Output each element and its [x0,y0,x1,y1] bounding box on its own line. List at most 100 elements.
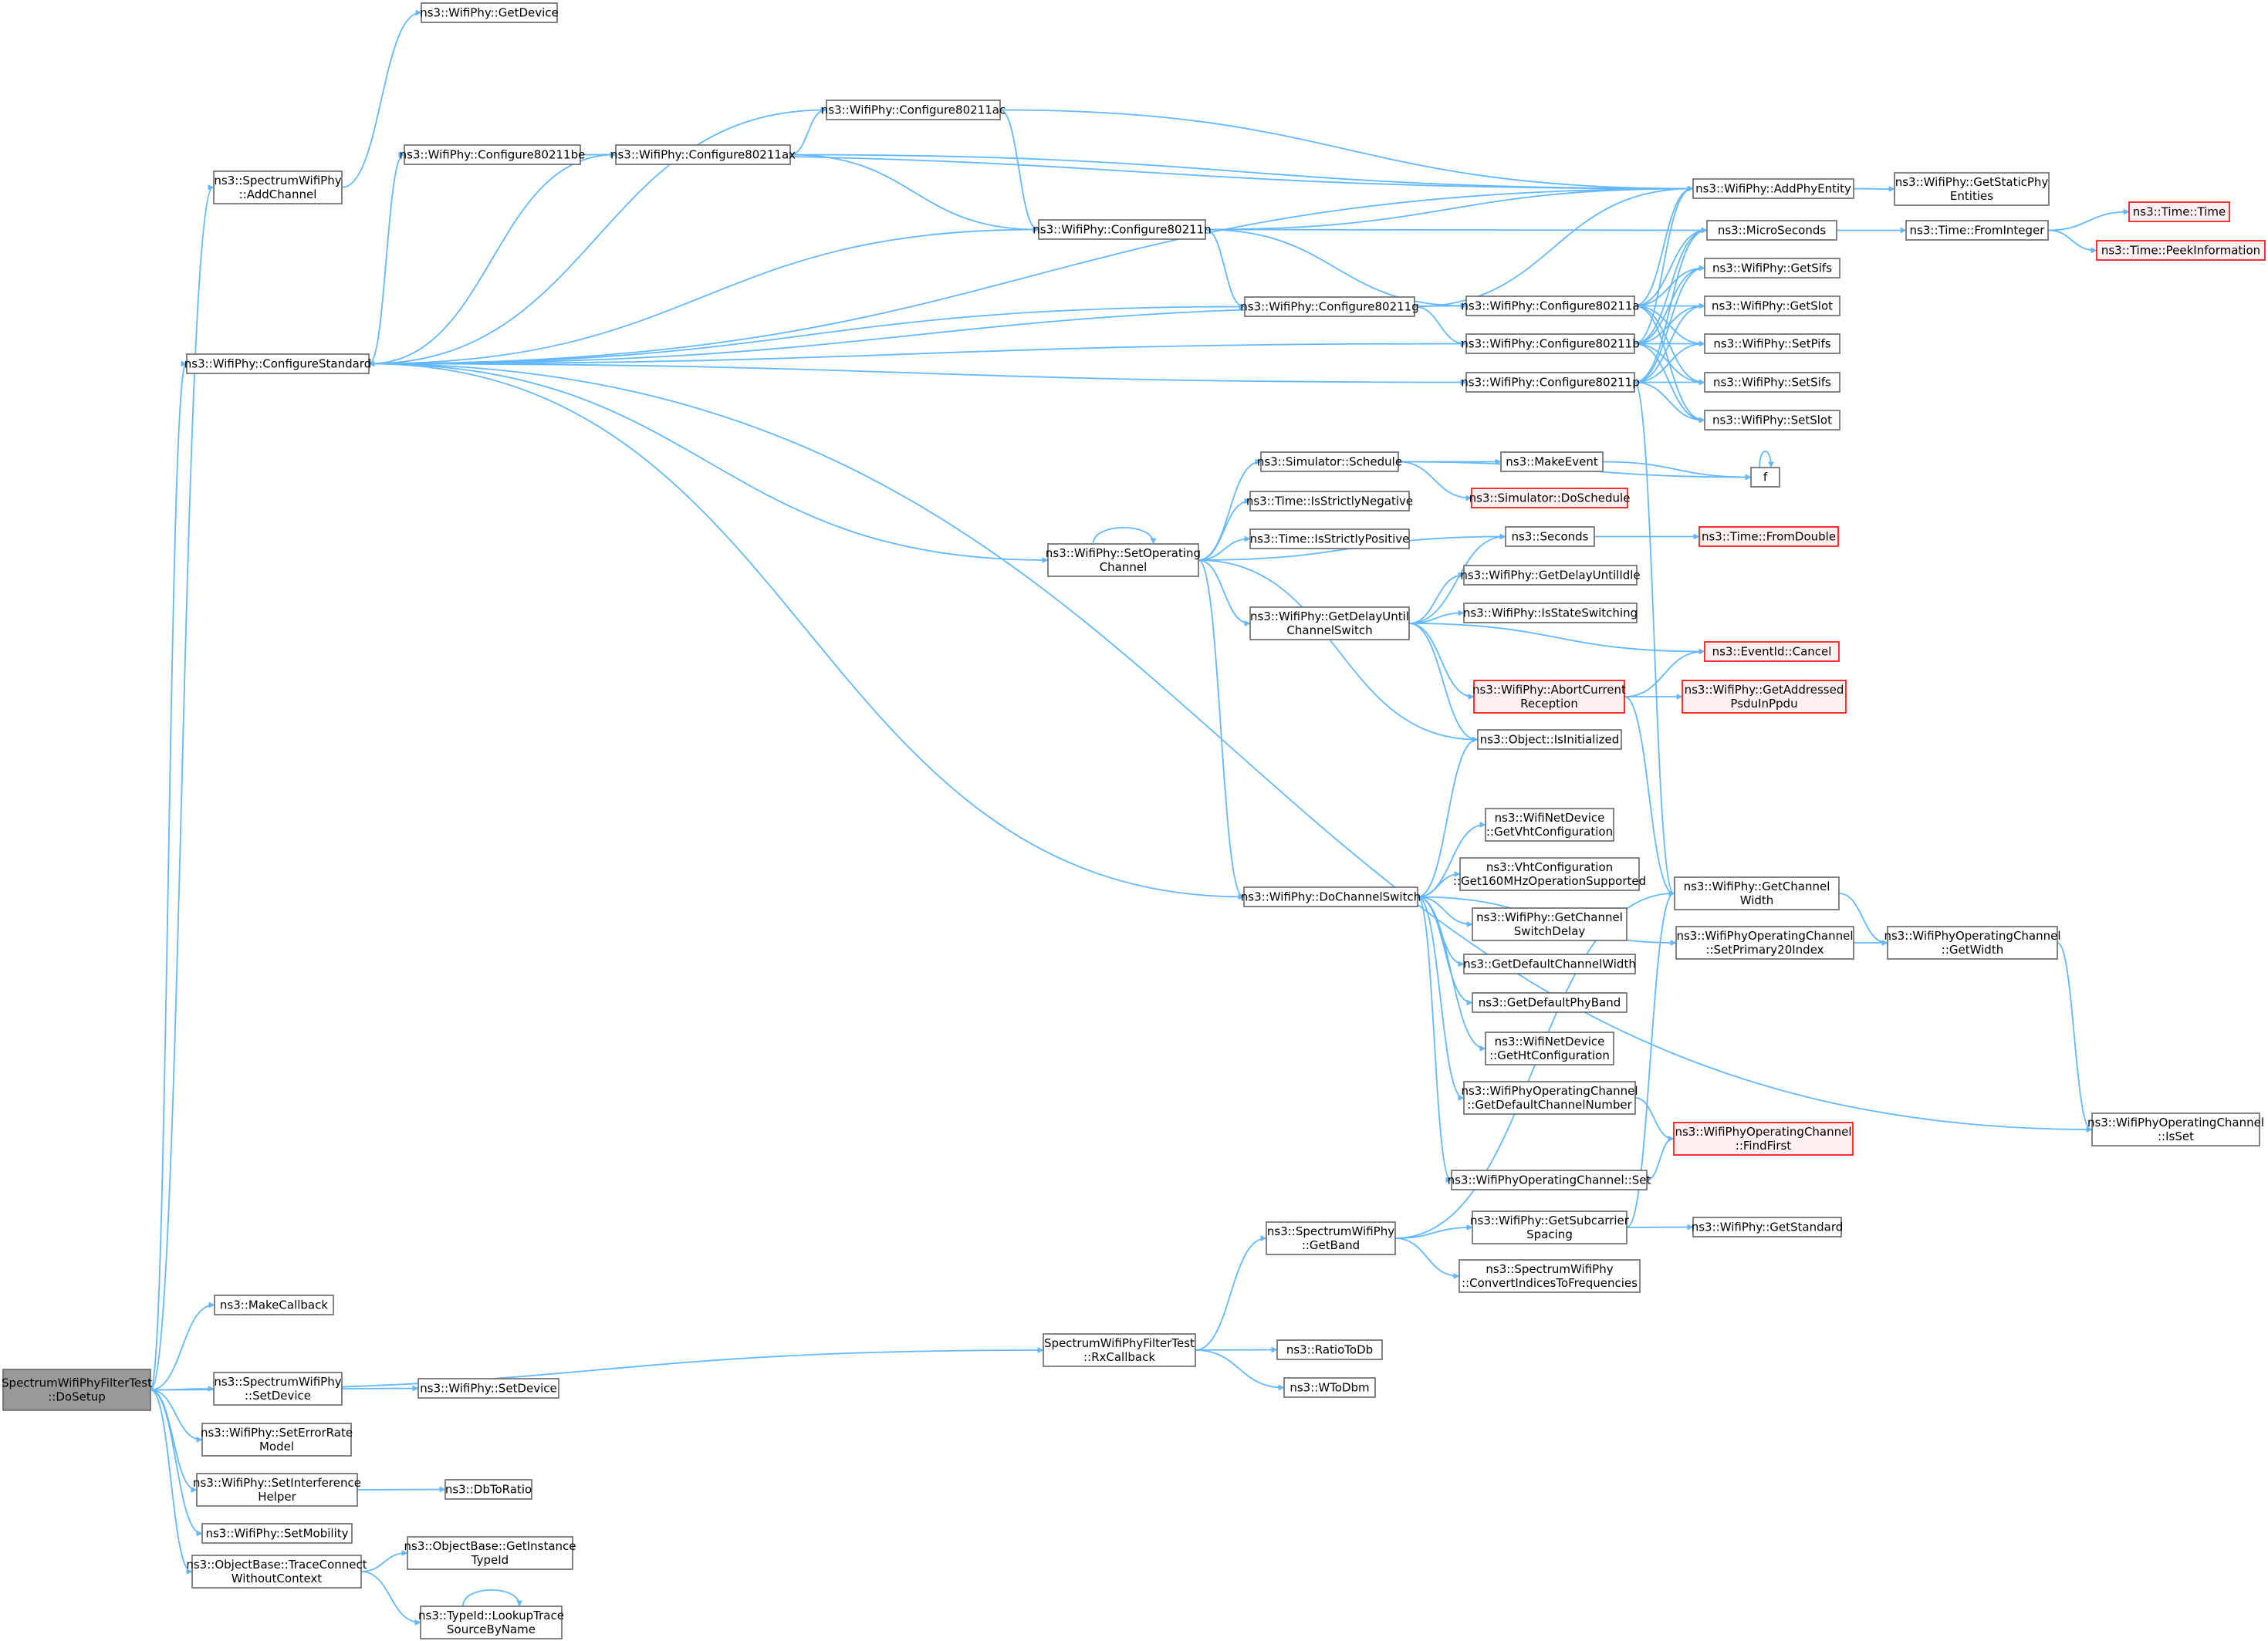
node-box[interactable] [1905,220,2049,241]
node-doChSwitch[interactable]: ns3::WifiPhy::DoChannelSwitch [1241,886,1421,907]
node-dbToRatio[interactable]: ns3::DbToRatio [444,1479,532,1500]
node-cfgN[interactable]: ns3::WifiPhy::Configure80211n [1033,219,1212,240]
node-box[interactable] [1473,680,1625,714]
node-box[interactable] [201,1523,353,1544]
node-box[interactable] [1260,451,1399,472]
node-box[interactable] [1887,926,2058,960]
node-box[interactable] [1463,565,1638,586]
node-addChannel[interactable]: ns3::SpectrumWifiPhy::AddChannel [213,171,343,204]
node-seconds[interactable]: ns3::Seconds [1505,526,1595,547]
node-box[interactable] [1682,680,1847,714]
node-box[interactable] [1471,488,1628,508]
node-box[interactable] [1894,172,2050,206]
node-box[interactable] [1673,1122,1854,1156]
node-box[interactable] [1704,258,1840,279]
node-wToDbm[interactable]: ns3::WToDbm [1283,1377,1376,1398]
node-peekInfo[interactable]: ns3::Time::PeekInformation [2096,240,2266,261]
node-box[interactable] [1465,295,1635,316]
node-timeTime[interactable]: ns3::Time::Time [2128,201,2230,222]
node-box[interactable] [1692,178,1854,199]
node-box[interactable] [1465,333,1635,354]
node-cfgP[interactable]: ns3::WifiPhy::Configure80211p [1461,372,1640,393]
node-fromDouble[interactable]: ns3::Time::FromDouble [1698,526,1839,547]
node-setDeviceW[interactable]: ns3::WifiPhy::SetDevice [417,1378,559,1399]
node-getSifs[interactable]: ns3::WifiPhy::GetSifs [1704,258,1840,279]
node-box[interactable] [1463,1081,1636,1115]
node-box[interactable] [1692,1217,1842,1238]
node-box[interactable] [1750,467,1780,488]
node-microSeconds[interactable]: ns3::MicroSeconds [1706,220,1837,241]
node-schedule[interactable]: ns3::Simulator::Schedule [1257,451,1402,472]
node-box[interactable] [1674,876,1840,910]
node-box[interactable] [1249,606,1410,640]
node-opChSet[interactable]: ns3::WifiPhyOperatingChannel::Set [1448,1170,1651,1190]
node-box[interactable] [1459,857,1640,891]
node-doSchedule[interactable]: ns3::Simulator::DoSchedule [1469,488,1631,508]
node-box[interactable] [407,1536,573,1570]
node-box[interactable] [1465,372,1635,393]
node-getDefBand[interactable]: ns3::GetDefaultPhyBand [1472,992,1627,1013]
node-box[interactable] [1485,808,1614,842]
node-setPrim20[interactable]: ns3::WifiPhyOperatingChannel::SetPrimary… [1675,926,1854,960]
node-getStandard[interactable]: ns3::WifiPhy::GetStandard [1692,1217,1844,1238]
node-findFirst[interactable]: ns3::WifiPhyOperatingChannel::FindFirst [1673,1122,1854,1156]
node-setPifs[interactable]: ns3::WifiPhy::SetPifs [1704,333,1840,354]
node-box[interactable] [1472,1210,1627,1244]
node-getDevice[interactable]: ns3::WifiPhy::GetDevice [420,2,559,23]
node-box[interactable] [1706,220,1837,241]
node-box[interactable] [1704,410,1840,431]
node-box[interactable] [421,2,558,23]
node-box[interactable] [1472,992,1627,1013]
node-isStrictNeg[interactable]: ns3::Time::IsStrictlyNegative [1246,491,1413,512]
node-box[interactable] [1043,1333,1196,1367]
node-box[interactable] [1477,729,1622,750]
node-isStrictPos[interactable]: ns3::Time::IsStrictlyPositive [1249,528,1410,549]
node-box[interactable] [1500,451,1604,472]
node-box[interactable] [1485,1032,1614,1065]
node-box[interactable] [213,171,343,204]
node-box[interactable] [1249,528,1410,549]
node-box[interactable] [1704,295,1840,316]
node-box[interactable] [1047,543,1199,577]
node-box[interactable] [417,1378,559,1399]
node-box[interactable] [2,1369,151,1411]
node-isStateSw[interactable]: ns3::WifiPhy::IsStateSwitching [1463,603,1638,623]
node-getDefChNum[interactable]: ns3::WifiPhyOperatingChannel::GetDefault… [1461,1081,1638,1115]
node-cfgAx[interactable]: ns3::WifiPhy::Configure80211ax [610,144,796,165]
node-setSifs[interactable]: ns3::WifiPhy::SetSifs [1704,372,1840,393]
node-getBand[interactable]: ns3::SpectrumWifiPhy::GetBand [1266,1221,1396,1255]
node-box[interactable] [191,1555,362,1589]
node-box[interactable] [1505,526,1595,547]
node-makeCallback[interactable]: ns3::MakeCallback [214,1295,334,1315]
node-box[interactable] [1698,526,1839,547]
node-box[interactable] [826,100,1001,120]
node-box[interactable] [615,144,791,165]
node-box[interactable] [201,1423,352,1457]
node-box[interactable] [420,1606,563,1639]
node-cfgA[interactable]: ns3::WifiPhy::Configure80211a [1461,295,1640,316]
node-box[interactable] [1704,372,1840,393]
node-box[interactable] [1244,296,1415,317]
node-box[interactable] [1038,219,1206,240]
node-getDefChW[interactable]: ns3::GetDefaultChannelWidth [1463,954,1636,974]
node-isSet[interactable]: ns3::WifiPhyOperatingChannel::IsSet [2087,1113,2264,1146]
node-box[interactable] [196,1473,358,1507]
node-box[interactable] [404,144,581,165]
node-box[interactable] [1463,954,1636,974]
node-cfgStd[interactable]: ns3::WifiPhy::ConfigureStandard [184,353,371,374]
node-box[interactable] [1472,907,1627,941]
node-getVht[interactable]: ns3::WifiNetDevice::GetVhtConfiguration [1485,808,1614,842]
node-isInit[interactable]: ns3::Object::IsInitialized [1477,729,1622,750]
node-box[interactable] [1249,491,1410,512]
node-getDelayIdle[interactable]: ns3::WifiPhy::GetDelayUntilIdle [1460,565,1641,586]
node-root[interactable]: SpectrumWifiPhyFilterTest::DoSetup [2,1369,152,1411]
